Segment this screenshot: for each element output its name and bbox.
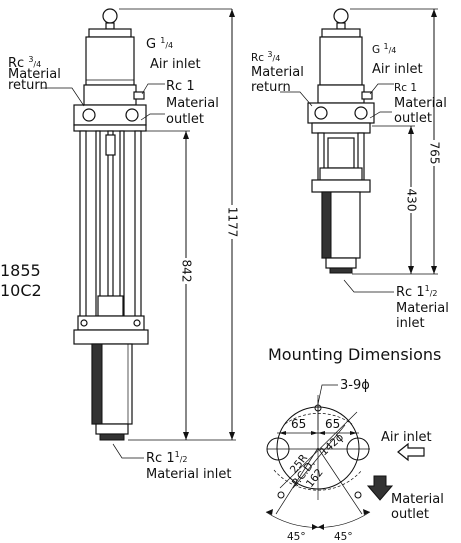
right-total-dim: 765	[428, 142, 442, 165]
mounting-air-inlet-label: Air inlet	[381, 430, 432, 445]
mounting-angle-left: 45°	[287, 531, 306, 543]
left-outlet-rc: Rc 1	[166, 79, 195, 94]
mounting-holes-label: 3-9ϕ	[340, 378, 370, 393]
air-inlet-arrow	[397, 442, 425, 462]
mounting-diagram	[265, 384, 425, 530]
left-inlet-label: Material inlet	[146, 467, 232, 482]
mounting-dim-a: 65	[291, 417, 306, 431]
right-return-return: return	[251, 80, 291, 95]
right-return-rc: Rc 3/4	[251, 50, 280, 64]
left-outlet-material: Material	[166, 96, 219, 111]
left-return-rc: Rc 3/4	[8, 55, 41, 71]
mounting-hole-left	[277, 491, 285, 499]
right-eye-bolt	[333, 8, 349, 24]
right-inlet-inlet: inlet	[396, 316, 425, 331]
mounting-diameter: 142ϕ	[318, 431, 346, 458]
right-return-material: Material	[251, 65, 304, 80]
left-air-inlet: Air inlet	[150, 57, 201, 72]
mounting-dim-b: 65	[325, 417, 340, 431]
right-air-inlet: Air inlet	[372, 62, 423, 77]
material-outlet-arrow	[366, 475, 394, 501]
right-outlet-outlet: outlet	[394, 111, 432, 126]
left-air-motor	[85, 36, 135, 86]
left-lower-dim: 842	[180, 260, 194, 283]
mounting-outlet-l2: outlet	[391, 507, 429, 522]
right-pump-drawing	[280, 8, 441, 293]
mounting-angle-right: 45°	[334, 531, 353, 543]
right-outlet-rc: Rc 1	[394, 82, 417, 94]
left-pump-drawing	[42, 8, 239, 459]
left-outlet-outlet: outlet	[166, 112, 204, 127]
mounting-outlet-l1: Material	[391, 492, 444, 507]
left-return-material: Material	[8, 67, 61, 82]
left-air-g: G 1/4	[146, 36, 173, 52]
right-lower-dim: 430	[405, 189, 419, 212]
left-return-return: return	[8, 78, 48, 93]
left-inlet-rc: Rc 11/2	[146, 450, 187, 466]
left-total-dim: 1177	[226, 207, 240, 238]
left-eye-bolt	[102, 8, 118, 24]
mounting-hole-top	[314, 404, 322, 412]
mounting-title: Mounting Dimensions	[268, 345, 441, 364]
model-code-line1: 1855	[0, 261, 41, 280]
mounting-hole-right	[354, 491, 362, 499]
model-code-line2: 10C2	[0, 281, 42, 300]
right-inlet-rc: Rc 11/2	[396, 284, 437, 300]
right-air-g: G 1/4	[372, 42, 396, 56]
right-air-motor	[319, 36, 363, 86]
right-outlet-material: Material	[394, 96, 447, 111]
right-inlet-material: Material	[396, 301, 449, 316]
